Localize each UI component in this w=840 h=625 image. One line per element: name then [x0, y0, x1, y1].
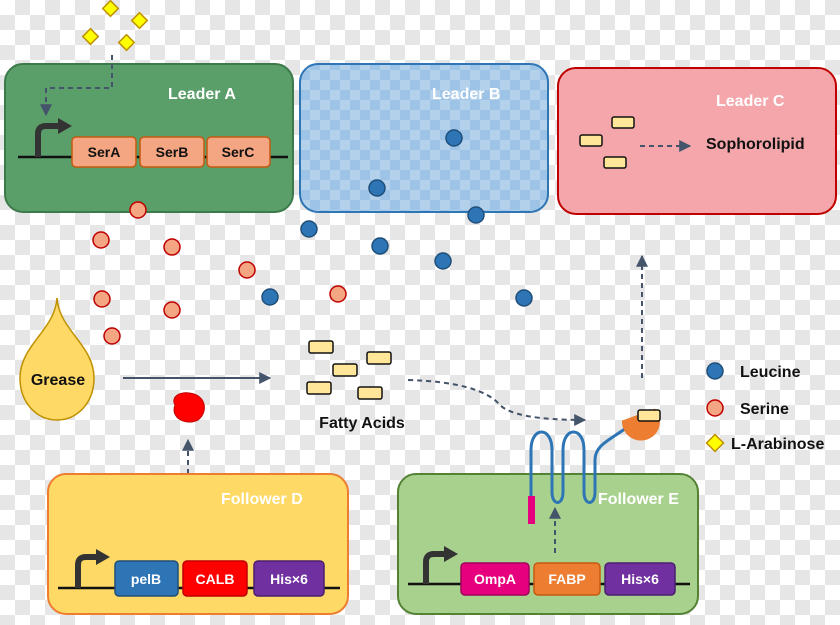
fatty-acid-icon	[366, 351, 392, 365]
bound-fatty-acid-icon	[637, 409, 661, 422]
gene-sera: SerA	[71, 136, 137, 168]
svg-text:Leucine: Leucine	[740, 364, 801, 381]
follower-e-label: Follower E	[598, 491, 679, 508]
arabinose-diamond	[101, 0, 120, 18]
sophorolipid-label: Sophorolipid	[706, 136, 805, 153]
leader-a-cell: Leader A SerA SerB SerC	[4, 63, 294, 213]
svg-text:SerC: SerC	[222, 144, 255, 160]
legend-serine: Serine	[706, 399, 789, 418]
gene-fabp: FABP	[533, 562, 601, 596]
follower-d-promoter-icon	[75, 554, 98, 588]
gene-pelb: pelB	[114, 560, 179, 597]
arabinose-diamond	[117, 33, 136, 52]
arabinose-diamond	[130, 11, 149, 30]
svg-text:pelB: pelB	[131, 571, 161, 587]
fatty-acids-cluster: Fatty Acids	[306, 340, 405, 432]
svg-text:OmpA: OmpA	[474, 571, 516, 587]
grease-droplet: Grease	[19, 297, 95, 421]
gene-his6-e: His×6	[604, 562, 676, 596]
leader-b-cell: Leader B	[299, 63, 549, 213]
gene-calb: CALB	[182, 560, 248, 597]
svg-text:His×6: His×6	[270, 571, 308, 587]
follower-d-cell: Follower D pelB CALB His×6	[47, 473, 349, 615]
fatty-acid-icon	[611, 116, 635, 129]
surface-display-protein	[528, 408, 661, 553]
leader-a-promoter-icon	[35, 123, 60, 157]
gene-ompa: OmpA	[460, 562, 530, 596]
leucine-circle	[300, 220, 318, 238]
legend-leucine: Leucine	[706, 362, 801, 381]
serine-circle	[103, 327, 121, 345]
svg-text:SerB: SerB	[156, 144, 189, 160]
gene-his6-d: His×6	[253, 560, 325, 597]
gene-serb: SerB	[139, 136, 205, 168]
gene-serc: SerC	[206, 136, 271, 168]
follower-e-cell: Follower E OmpA FABP His×6	[397, 473, 699, 615]
ompa-anchor-icon	[528, 496, 535, 524]
transport-arrow	[407, 379, 587, 426]
leucine-circle	[434, 252, 452, 270]
leader-c-cell: Leader C Sophorolipid	[557, 67, 837, 215]
follower-e-promoter-icon	[423, 551, 446, 584]
fatty-acid-icon	[603, 156, 627, 169]
leucine-circle	[467, 206, 485, 224]
arabinose-group	[40, 0, 149, 117]
svg-text:L-Arabinose: L-Arabinose	[731, 436, 824, 453]
leader-a-label: Leader A	[168, 86, 236, 103]
membrane-coil-icon	[529, 426, 627, 504]
leucine-circle	[515, 289, 533, 307]
leucine-circle	[371, 237, 389, 255]
induction-arrow	[40, 55, 113, 117]
fatty-acid-icon	[357, 386, 383, 400]
calb-enzyme-icon	[173, 392, 205, 423]
leucine-molecules	[261, 129, 533, 307]
fatty-acid-icon	[308, 340, 334, 354]
svg-text:SerA: SerA	[88, 144, 121, 160]
fatty-acids-label: Fatty Acids	[319, 415, 405, 432]
fatty-acid-icon	[306, 381, 332, 395]
arabinose-legend-icon	[705, 433, 725, 453]
leader-c-label: Leader C	[716, 93, 785, 110]
leader-b-label: Leader B	[432, 86, 500, 103]
leucine-legend-icon	[706, 362, 724, 380]
leucine-circle	[261, 288, 279, 306]
leucine-circle	[445, 129, 463, 147]
svg-text:CALB: CALB	[196, 571, 235, 587]
svg-text:FABP: FABP	[548, 571, 585, 587]
serine-circle	[93, 290, 111, 308]
serine-molecules	[92, 201, 347, 345]
fatty-acid-icon	[332, 363, 358, 377]
serine-circle	[238, 261, 256, 279]
follower-d-label: Follower D	[221, 491, 303, 508]
legend: Leucine Serine L-Arabinose	[705, 362, 824, 453]
serine-circle	[129, 201, 147, 219]
leucine-circle	[368, 179, 386, 197]
fatty-acid-icon	[579, 134, 603, 147]
grease-label: Grease	[31, 372, 85, 389]
serine-circle	[329, 285, 347, 303]
svg-text:His×6: His×6	[621, 571, 659, 587]
serine-circle	[163, 238, 181, 256]
serine-circle	[163, 301, 181, 319]
arabinose-diamond	[81, 27, 100, 46]
serine-legend-icon	[706, 399, 724, 417]
svg-text:Serine: Serine	[740, 401, 789, 418]
serine-circle	[92, 231, 110, 249]
legend-arabinose: L-Arabinose	[705, 433, 824, 453]
